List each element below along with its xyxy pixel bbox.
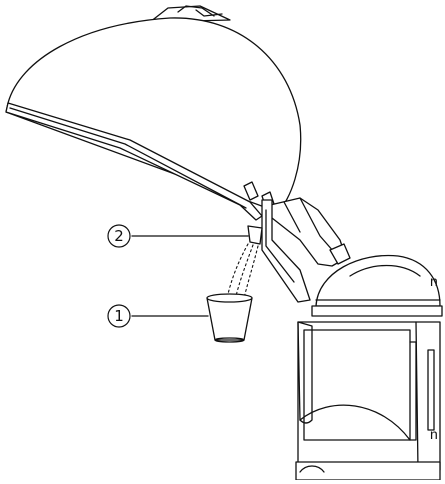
callout-2-number: 2 xyxy=(114,227,124,245)
body-cap-highlight xyxy=(349,264,421,277)
hood-rim-inner-line xyxy=(9,107,247,209)
body-cap-band xyxy=(311,305,443,317)
arm-collar xyxy=(329,243,351,265)
drip-nozzle xyxy=(247,225,263,245)
cut-off-text-1: n xyxy=(430,273,438,289)
base-foot xyxy=(299,465,325,473)
tank-bulge xyxy=(299,404,411,441)
body-cap xyxy=(315,254,441,307)
arm-joint-line-2 xyxy=(299,197,335,253)
arm-joint-line-1 xyxy=(283,201,301,233)
catch-cup xyxy=(206,293,253,343)
water-tank xyxy=(297,321,441,471)
callout-2: 2 xyxy=(107,224,131,248)
callout-1-number: 1 xyxy=(114,307,124,325)
water-drips xyxy=(227,243,259,299)
stem-inner-line xyxy=(265,209,295,283)
tank-side-switch xyxy=(409,341,417,441)
callout-1: 1 xyxy=(107,304,131,328)
base xyxy=(295,461,441,481)
tank-slot xyxy=(427,349,435,431)
cut-off-text-2: n xyxy=(430,426,438,442)
hood-dome xyxy=(5,17,302,213)
vertical-stem xyxy=(261,199,311,303)
hinge-clip-left xyxy=(243,181,259,201)
